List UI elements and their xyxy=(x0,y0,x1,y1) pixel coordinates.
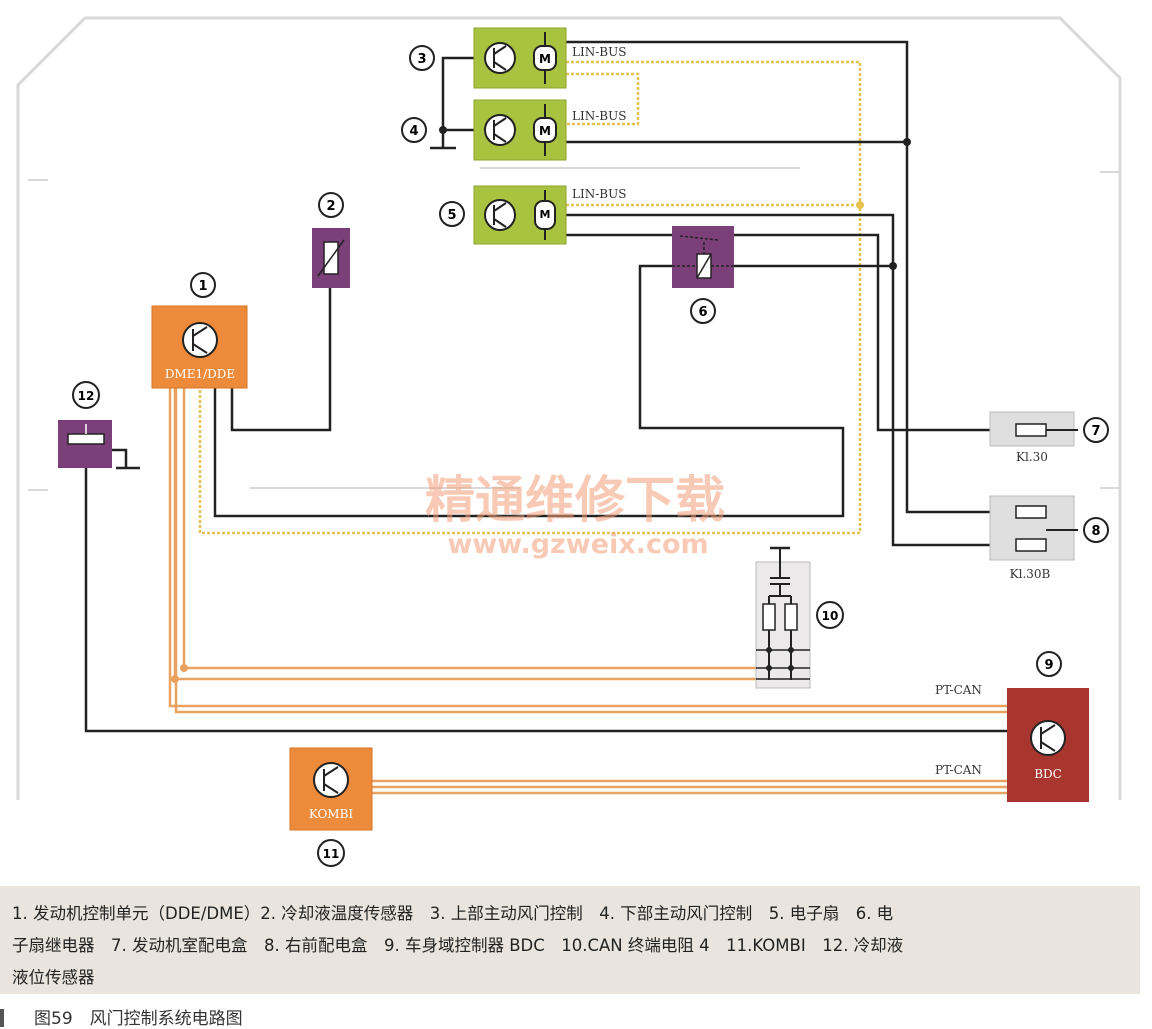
fan-relay xyxy=(672,226,734,288)
callout-11: 11 xyxy=(317,839,345,867)
fuse-icon xyxy=(1015,423,1047,437)
thermistor-icon xyxy=(317,239,345,277)
pt-can-label: PT-CAN xyxy=(935,763,982,777)
callout-numbers: 1 2 3 4 5 6 7 8 9 10 11 12 xyxy=(72,45,1109,867)
svg-text:6: 6 xyxy=(698,305,707,320)
callout-4: 4 xyxy=(401,117,427,143)
callout-8: 8 xyxy=(1083,517,1109,543)
motor-icon xyxy=(533,117,557,143)
fuse-icon xyxy=(1015,538,1047,552)
resistor-icon xyxy=(762,603,776,631)
resistor-icon xyxy=(784,603,798,631)
svg-text:8: 8 xyxy=(1091,524,1100,539)
svg-text:7: 7 xyxy=(1091,424,1100,439)
kl30-label: Kl.30 xyxy=(1016,450,1048,464)
svg-text:5: 5 xyxy=(447,208,456,223)
svg-text:4: 4 xyxy=(409,124,418,139)
motor-icon xyxy=(534,200,556,230)
svg-text:精通维修下载: 精通维修下载 xyxy=(425,470,725,529)
svg-text:11: 11 xyxy=(323,847,340,861)
upper-flap-module: M LIN-BUS xyxy=(473,27,626,89)
svg-text:12: 12 xyxy=(78,389,95,403)
coolant-temp-sensor xyxy=(312,228,350,288)
motor-icon xyxy=(533,45,557,71)
svg-text:3: 3 xyxy=(417,52,426,67)
callout-2: 2 xyxy=(318,192,344,218)
kombi-label: KOMBI xyxy=(309,807,354,821)
watermark: 精通维修下载 www.gzweix.com xyxy=(425,470,725,560)
vehicle-outline xyxy=(16,16,1122,800)
svg-text:9: 9 xyxy=(1044,658,1053,673)
svg-text:10: 10 xyxy=(822,609,839,623)
caption-line-2: 子扇继电器 7. 发动机室配电盒 8. 右前配电盒 9. 车身域控制器 BDC … xyxy=(12,936,904,955)
figure-title-text: 图59 风门控制系统电路图 xyxy=(34,1009,243,1029)
callout-10: 10 xyxy=(816,601,844,629)
junction-dots xyxy=(171,126,911,683)
caption-line-3: 液位传感器 xyxy=(12,968,95,987)
svg-text:M: M xyxy=(539,52,551,66)
svg-text:2: 2 xyxy=(326,199,335,214)
title-bar xyxy=(0,1009,4,1027)
callout-9: 9 xyxy=(1036,651,1062,677)
svg-text:M: M xyxy=(540,208,551,221)
callout-7: 7 xyxy=(1083,417,1109,443)
lin-bus-label: LIN-BUS xyxy=(572,187,626,201)
bdc-label: BDC xyxy=(1034,767,1062,781)
engine-fuse-box: Kl.30 xyxy=(989,411,1078,464)
transistor-icon xyxy=(493,45,507,71)
callout-3: 3 xyxy=(409,45,435,71)
transistor-icon xyxy=(323,766,339,794)
callout-6: 6 xyxy=(690,298,716,324)
dme-label: DME1/DDE xyxy=(165,367,235,381)
figure-caption: 1. 发动机控制单元（DDE/DME）2. 冷却液温度传感器 3. 上部主动风门… xyxy=(0,886,1140,994)
lower-flap-module: M LIN-BUS xyxy=(473,99,626,161)
lin-bus-wires xyxy=(198,60,862,535)
svg-text:M: M xyxy=(539,124,551,138)
transistor-icon xyxy=(493,202,507,228)
svg-text:www.gzweix.com: www.gzweix.com xyxy=(447,529,708,560)
transistor-icon xyxy=(192,326,208,354)
front-right-fuse-box: Kl.30B xyxy=(989,495,1078,581)
ground-icon xyxy=(116,146,456,470)
dme-control-unit: DME1/DDE xyxy=(151,305,248,389)
callout-1: 1 xyxy=(190,272,216,298)
svg-text:1: 1 xyxy=(198,279,207,294)
bdc-module: BDC xyxy=(1007,688,1089,802)
can-terminator xyxy=(755,546,811,689)
kombi-module: KOMBI xyxy=(289,747,373,831)
transistor-icon xyxy=(1040,724,1056,752)
coolant-level-sensor xyxy=(58,420,112,468)
callout-5: 5 xyxy=(439,201,465,227)
caption-line-1: 1. 发动机控制单元（DDE/DME）2. 冷却液温度传感器 3. 上部主动风门… xyxy=(12,904,894,923)
kl30b-label: Kl.30B xyxy=(1010,567,1051,581)
callout-12: 12 xyxy=(72,381,100,409)
figure-title: 图59 风门控制系统电路图 xyxy=(0,1004,243,1029)
pt-can-label: PT-CAN xyxy=(935,683,982,697)
fuse-icon xyxy=(1015,505,1047,519)
electric-fan-module: M LIN-BUS xyxy=(473,185,626,245)
lin-bus-label: LIN-BUS xyxy=(572,45,626,59)
lin-bus-label: LIN-BUS xyxy=(572,109,626,123)
transistor-icon xyxy=(493,117,507,143)
